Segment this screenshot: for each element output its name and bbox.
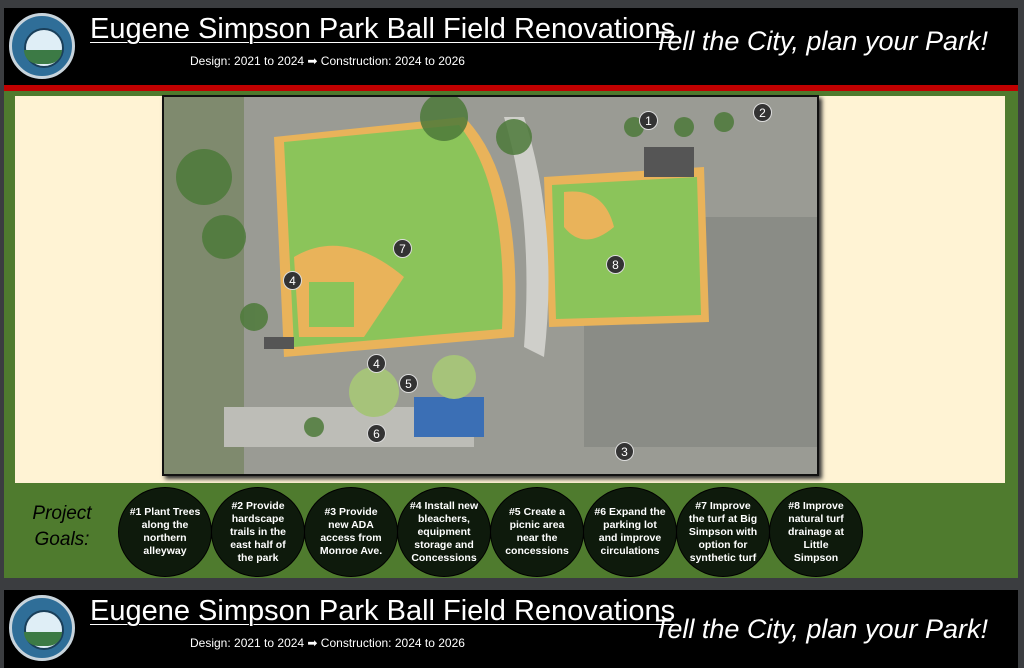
- city-seal-logo: [9, 595, 75, 661]
- goal-item: #4 Install new bleachers, equipment stor…: [397, 487, 491, 577]
- slide: Eugene Simpson Park Ball Field Renovatio…: [4, 8, 1018, 578]
- site-plan-drawing: [164, 93, 817, 474]
- map-marker-7: 7: [393, 239, 412, 258]
- city-seal-logo: [9, 13, 75, 79]
- goals-label-line: Goals:: [34, 529, 90, 550]
- subtitle: Design: 2021 to 2024 ➡ Construction: 202…: [190, 54, 465, 68]
- divider: [4, 85, 1018, 91]
- header: Eugene Simpson Park Ball Field Renovatio…: [4, 8, 1018, 85]
- map-marker-4: 4: [367, 354, 386, 373]
- goal-item: #2 Provide hardscape trails in the east …: [211, 487, 305, 577]
- goal-item: #7 Improve the turf at Big Simpson with …: [676, 487, 770, 577]
- goals-label: Project Goals:: [26, 501, 98, 553]
- page-title: Eugene Simpson Park Ball Field Renovatio…: [90, 13, 676, 45]
- map-marker-4: 4: [283, 271, 302, 290]
- site-plan-map: 1 2 3 4 4 5 6 7 8: [162, 93, 819, 476]
- slide-2-header: Eugene Simpson Park Ball Field Renovatio…: [4, 590, 1018, 668]
- map-marker-2: 2: [753, 103, 772, 122]
- map-marker-1: 1: [639, 111, 658, 130]
- goal-item: #8 Improve natural turf drainage at Litt…: [769, 487, 863, 577]
- goal-item: #3 Provide new ADA access from Monroe Av…: [304, 487, 398, 577]
- subtitle: Design: 2021 to 2024 ➡ Construction: 202…: [190, 636, 465, 650]
- map-marker-8: 8: [606, 255, 625, 274]
- tagline: Tell the City, plan your Park!: [653, 26, 988, 56]
- tagline: Tell the City, plan your Park!: [653, 614, 988, 644]
- map-marker-5: 5: [399, 374, 418, 393]
- map-marker-3: 3: [615, 442, 634, 461]
- goal-item: #1 Plant Trees along the northern alleyw…: [118, 487, 212, 577]
- goals-label-line: Project: [32, 503, 92, 524]
- page-title: Eugene Simpson Park Ball Field Renovatio…: [90, 595, 676, 627]
- goal-item: #5 Create a picnic area near the concess…: [490, 487, 584, 577]
- goal-item: #6 Expand the parking lot and improve ci…: [583, 487, 677, 577]
- map-marker-6: 6: [367, 424, 386, 443]
